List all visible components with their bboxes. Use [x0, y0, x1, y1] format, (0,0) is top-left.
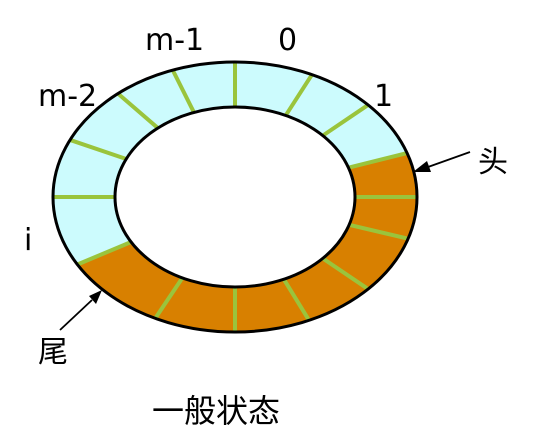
cell-divider	[284, 73, 314, 117]
cell-divider	[348, 222, 409, 241]
empty-cell	[322, 104, 408, 168]
cell-divider	[69, 138, 127, 161]
empty-cell	[53, 197, 132, 265]
label-m-minus-1: m-1	[145, 23, 204, 58]
cell-dividers	[53, 62, 417, 332]
empty-cell	[285, 74, 369, 136]
ring-inner-outline	[113, 105, 357, 289]
cell-divider	[282, 278, 311, 322]
diagram-caption: 一般状态	[152, 392, 280, 430]
label-zero: 0	[278, 23, 297, 58]
occupied-cell	[322, 224, 409, 290]
ring-outer-outline	[51, 60, 419, 334]
label-head: 头	[478, 145, 508, 180]
occupied-cell	[283, 258, 369, 321]
cell-divider	[321, 256, 370, 291]
label-tail: 尾	[38, 335, 68, 370]
cell-divider	[76, 240, 132, 267]
label-one: 1	[374, 79, 393, 114]
head-pointer-arrow	[413, 151, 471, 172]
cell-divider	[170, 69, 196, 114]
cell-divider	[321, 103, 370, 138]
label-index-i: i	[24, 223, 32, 258]
label-m-minus-2: m-2	[38, 79, 97, 114]
cell-divider	[347, 151, 408, 170]
tail-pointer-arrow	[59, 290, 102, 331]
occupied-cell	[77, 242, 183, 319]
cell-divider	[116, 92, 160, 130]
cell-divider	[153, 276, 185, 320]
